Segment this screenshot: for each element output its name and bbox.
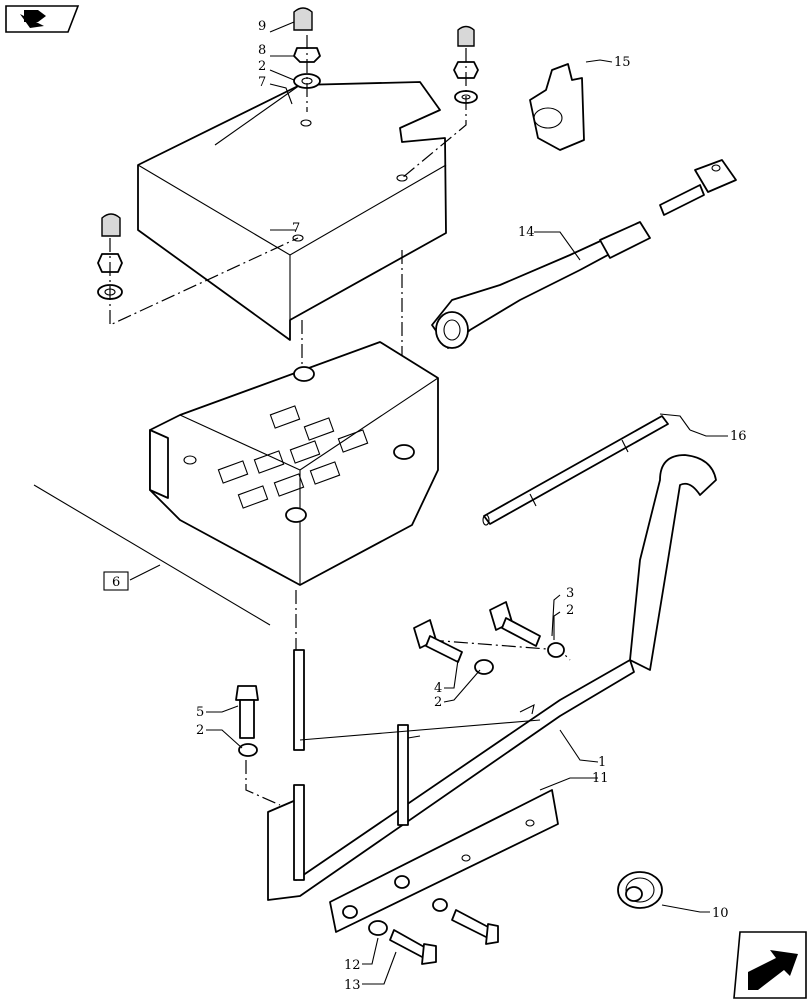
label-7-left: 7 [292, 221, 300, 236]
clip-part-15 [529, 63, 585, 151]
bolt-part-13 [389, 929, 437, 965]
label-9: 9 [258, 19, 266, 34]
book-arrow-icon[interactable] [5, 5, 80, 33]
label-4: 4 [434, 681, 442, 696]
stud-right [397, 724, 409, 826]
plate-part-11 [329, 789, 559, 933]
control-block-part [149, 341, 439, 586]
label-12: 12 [344, 958, 361, 973]
label-3: 3 [566, 586, 574, 601]
cover-part [137, 81, 447, 341]
label-14: 14 [518, 225, 535, 240]
rod-part-16 [482, 413, 691, 526]
bolt-part-5 [235, 685, 259, 739]
bolt-part-4 [413, 619, 463, 663]
label-7-top: 7 [258, 75, 266, 90]
grommet-part-10 [617, 871, 663, 909]
label-11: 11 [592, 771, 609, 786]
label-1: 1 [598, 755, 606, 770]
next-page-arrow-icon[interactable] [733, 931, 807, 999]
label-6: 6 [112, 575, 120, 590]
bracket-part-1 [267, 454, 717, 901]
label-2-left: 2 [196, 723, 204, 738]
bolt-part-3 [489, 601, 541, 647]
label-8: 8 [258, 43, 266, 58]
cable-part-14 [431, 159, 737, 349]
label-15: 15 [614, 55, 631, 70]
cap-nut-9 [293, 7, 313, 31]
label-16: 16 [730, 429, 747, 444]
label-6-box [103, 571, 129, 591]
label-2-right: 2 [566, 603, 574, 618]
label-5: 5 [196, 705, 204, 720]
label-13: 13 [344, 978, 361, 993]
label-2-top: 2 [258, 59, 266, 74]
washer-2-top [293, 73, 321, 89]
label-2-mid: 2 [434, 695, 442, 710]
bolt-lower-right [451, 909, 499, 945]
stud-left [293, 649, 305, 881]
washer-lower [238, 642, 565, 936]
label-10: 10 [712, 906, 729, 921]
